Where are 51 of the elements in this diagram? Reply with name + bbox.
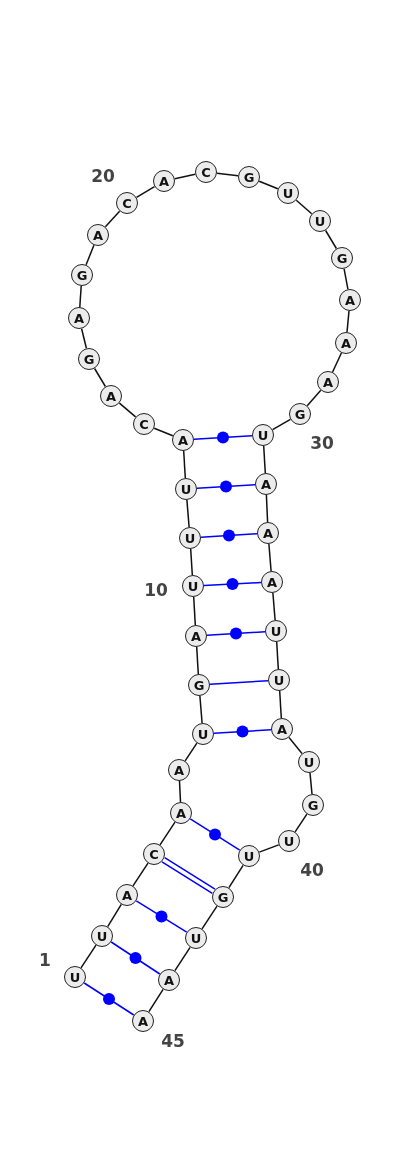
nucleotide-circle: G	[212, 886, 234, 908]
nucleotide-circle: U	[192, 723, 214, 745]
nucleotide-circle: A	[153, 170, 175, 192]
nucleotide-circle: U	[179, 527, 201, 549]
nucleotide-circle: C	[143, 843, 165, 865]
nucleotide-circle: C	[195, 161, 217, 183]
nucleotide-circle: U	[175, 478, 197, 500]
nucleotide-circle: A	[317, 371, 339, 393]
nucleotide-circle: A	[335, 332, 357, 354]
position-number: 45	[161, 1031, 185, 1051]
nucleotide-circle: C	[116, 192, 138, 214]
nucleotide-circle: U	[185, 927, 207, 949]
nucleotide-circle: U	[265, 620, 287, 642]
nucleotide-circle: A	[170, 802, 192, 824]
nucleotide-circle: U	[238, 845, 260, 867]
nucleotide-circle: C	[133, 413, 155, 435]
nucleotide-circle: U	[91, 925, 113, 947]
nucleotide-circle: U	[252, 424, 274, 446]
nucleotide-circle: G	[78, 348, 100, 370]
nucleotide-circle: A	[261, 571, 283, 593]
position-number: 20	[91, 166, 115, 186]
nucleotide-circle: G	[238, 166, 260, 188]
nucleotide-circle: G	[71, 264, 93, 286]
nucleotide-circle: U	[309, 210, 331, 232]
nucleotide-circle: U	[277, 182, 299, 204]
nucleotide-circle: G	[289, 403, 311, 425]
position-number: 1	[39, 950, 51, 970]
nucleotide-circle: A	[257, 522, 279, 544]
nucleotide-circle: A	[87, 224, 109, 246]
nucleotide-circle: G	[188, 674, 210, 696]
nucleotide-circle: U	[182, 575, 204, 597]
nucleotide-circle: U	[64, 966, 86, 988]
nucleotide-circle: G	[331, 247, 353, 269]
nucleotide-circle: A	[132, 1010, 154, 1032]
nucleotide-circle: A	[271, 718, 293, 740]
nucleotide-circle: A	[68, 307, 90, 329]
nucleotide-circle: G	[302, 794, 324, 816]
position-number: 10	[144, 580, 168, 600]
nucleotide-circle: A	[100, 385, 122, 407]
nucleotide-circle: A	[339, 289, 361, 311]
nucleotide-circle: A	[172, 429, 194, 451]
nucleotide-circle: U	[278, 830, 300, 852]
position-number: 30	[310, 433, 334, 453]
nucleotide-circle: A	[185, 625, 207, 647]
nucleotide-circle: A	[255, 473, 277, 495]
position-number: 40	[300, 860, 324, 880]
nucleotide-circle: A	[116, 884, 138, 906]
nucleotide-circle: A	[158, 969, 180, 991]
nucleotide-circle: U	[298, 751, 320, 773]
nucleotide-circle: U	[268, 669, 290, 691]
nucleotide-circle: A	[168, 759, 190, 781]
